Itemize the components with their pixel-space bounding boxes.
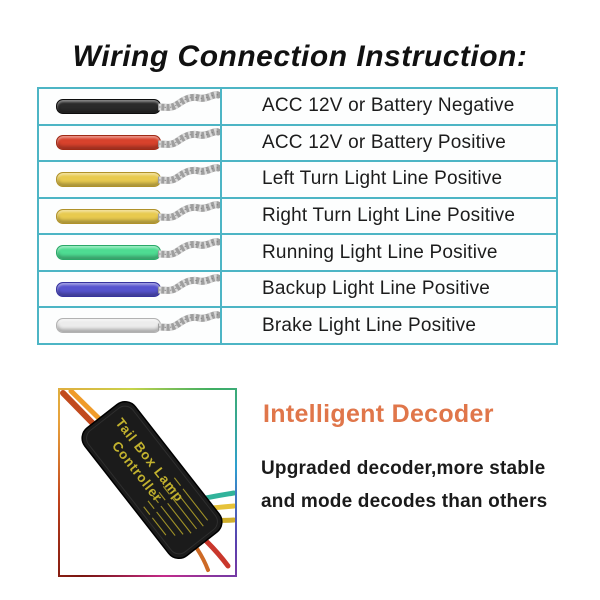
wire-label: Left Turn Light Line Positive	[262, 168, 503, 190]
stripped-wire-tip-icon	[158, 128, 220, 148]
stripped-wire-tip-icon	[158, 164, 220, 185]
decoder-description: Upgraded decoder,more stable and mode de…	[261, 452, 547, 518]
wire-cell	[39, 308, 222, 344]
table-row: Right Turn Light Line Positive	[39, 198, 556, 236]
table-row: ACC 12V or Battery Negative	[39, 89, 556, 126]
wire-label: Backup Light Line Positive	[262, 278, 491, 300]
stripped-wire-tip-icon	[158, 310, 220, 331]
wire-cell	[39, 162, 222, 197]
stripped-wire-tip-icon	[158, 201, 220, 221]
wiring-table: ACC 12V or Battery Negative ACC 12V or B…	[37, 87, 558, 345]
white-wire	[56, 318, 161, 334]
black-wire	[56, 98, 161, 114]
table-row: ACC 12V or Battery Positive	[39, 125, 556, 163]
wire-cell	[39, 198, 222, 234]
wire-label: ACC 12V or Battery Positive	[262, 131, 507, 153]
wire-label: ACC 12V or Battery Negative	[262, 95, 515, 117]
stripped-wire-tip-icon	[158, 237, 220, 258]
stripped-wire-tip-icon	[158, 274, 220, 295]
wire-label: Brake Light Line Positive	[262, 314, 477, 336]
blue-wire	[56, 281, 161, 297]
green-wire	[56, 245, 161, 261]
table-row: Brake Light Line Positive	[39, 308, 556, 344]
wire-cell	[39, 235, 222, 270]
device-legend-marks	[143, 477, 209, 536]
wire-label: Running Light Line Positive	[262, 241, 498, 263]
stripped-wire-tip-icon	[158, 91, 220, 112]
product-photo: Tail Box Lamp Controller	[60, 388, 237, 575]
yellow-wire	[56, 208, 161, 224]
decoder-box: Tail Box Lamp Controller	[81, 400, 223, 560]
yellow-wire	[56, 171, 161, 187]
wire-cell	[39, 125, 222, 161]
wire-cell	[39, 271, 222, 307]
page-title: Wiring Connection Instruction:	[72, 40, 528, 73]
decoder-device-illustration: Tail Box Lamp Controller	[60, 388, 237, 572]
decoder-heading: Intelligent Decoder	[263, 400, 494, 428]
table-row: Running Light Line Positive	[39, 235, 556, 272]
table-row: Backup Light Line Positive	[39, 271, 556, 309]
decoder-description-line2: and mode decodes than others	[261, 491, 548, 512]
table-row: Left Turn Light Line Positive	[39, 162, 556, 199]
decoder-description-line1: Upgraded decoder,more stable	[261, 458, 546, 479]
wire-label: Right Turn Light Line Positive	[262, 205, 516, 227]
wire-cell	[39, 89, 222, 124]
product-photo-frame: Tail Box Lamp Controller	[58, 388, 237, 577]
red-wire	[56, 135, 161, 151]
